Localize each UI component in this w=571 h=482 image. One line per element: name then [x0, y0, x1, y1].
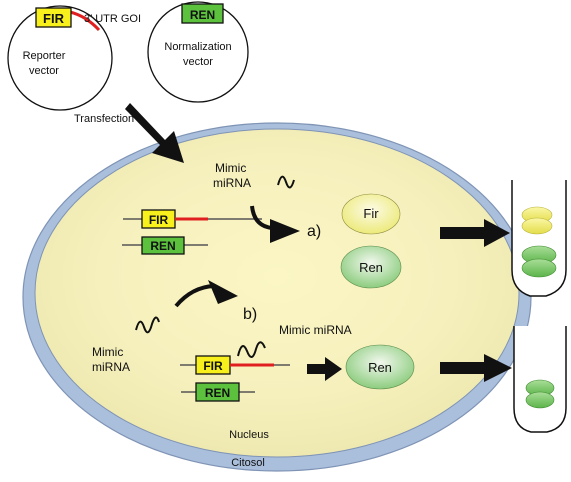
transfection-arrow	[125, 103, 184, 163]
pathway-b-ren-product	[345, 344, 415, 390]
pathway-b-output-arrow	[440, 354, 512, 382]
pathway-a: Mimic miRNA FIR REN a) Fir Ren	[122, 161, 510, 289]
pathway-a-step-label: a)	[307, 223, 321, 240]
nucleus-region	[34, 128, 520, 458]
reporter-label-line2: vector	[29, 65, 59, 77]
tube-a	[511, 180, 567, 297]
pathway-b-free-mirna-squiggle	[135, 316, 160, 334]
pathway-a-ren-product-label: Ren	[359, 260, 383, 275]
pathway-b-ren-label: REN	[205, 386, 230, 400]
pathway-b-curve-arrow-shaft	[174, 284, 215, 308]
pathway-b-mimic-line1: Mimic	[92, 345, 123, 359]
normalization-vector: REN Normalization vector	[147, 1, 249, 103]
pathway-b-ren-box	[195, 382, 240, 402]
pathway-b-ren-product-label: Ren	[368, 360, 392, 375]
cell: Citosol Nucleus	[22, 122, 532, 472]
tube-a-fir-layer-2	[521, 217, 553, 235]
normalization-ren-box	[181, 3, 224, 24]
pathway-a-mimic-line1: Mimic	[215, 161, 246, 175]
pathway-a-mirna-squiggle	[277, 175, 295, 189]
tube-a-outline	[511, 180, 567, 297]
tube-b-outline	[513, 326, 567, 433]
pathway-a-ren-product	[340, 245, 402, 289]
pathway-b-bound-mirna-squiggle	[237, 341, 266, 358]
pathway-a-fir-product-label: Fir	[363, 206, 379, 221]
normalization-plasmid-circle	[147, 1, 249, 103]
transfection: Transfection	[74, 103, 184, 163]
pathway-a-ren-label: REN	[150, 239, 175, 253]
pathway-a-curve-arrow-shaft	[250, 205, 273, 230]
pathway-b-fir-label: FIR	[203, 359, 223, 373]
normalization-label-line2: vector	[183, 56, 213, 68]
cytosol-label: Citosol	[231, 457, 265, 469]
reporter-utr-segment	[69, 10, 101, 32]
pathway-b-mimic-line2: miRNA	[92, 360, 130, 374]
pathway-a-fir-label: FIR	[149, 213, 169, 227]
pathway-b-step-label: b)	[243, 306, 257, 323]
normalization-ren-label: REN	[190, 8, 215, 22]
reporter-fir-label: FIR	[43, 11, 65, 26]
tube-a-ren-layer-2	[521, 258, 557, 278]
tube-b	[513, 326, 567, 433]
reporter-vector: FIR 3’ UTR GOI Reporter vector	[7, 5, 141, 111]
pathway-a-output-arrow	[440, 219, 510, 247]
reporter-fir-box	[35, 7, 72, 28]
transfection-label: Transfection	[74, 113, 134, 125]
pathway-b: b) Mimic miRNA Mimic miRNA FIR REN Ren	[92, 280, 512, 402]
pathway-a-fir-product	[341, 193, 401, 235]
pathway-b-curve-arrow-head	[208, 280, 238, 304]
reporter-label-line1: Reporter	[23, 50, 66, 62]
pathway-a-ren-box	[141, 236, 185, 255]
pathway-a-curve-arrow-head	[270, 219, 300, 243]
tube-b-ren-layer-2	[525, 391, 555, 409]
nucleus-label: Nucleus	[229, 429, 269, 441]
pathway-a-mimic-line2: miRNA	[213, 176, 251, 190]
pathway-b-bound-label: Mimic miRNA	[279, 323, 352, 337]
normalization-label-line1: Normalization	[164, 41, 231, 53]
pathway-b-mid-arrow	[307, 357, 342, 381]
reporter-utr-label: 3’ UTR GOI	[84, 13, 141, 25]
reporter-plasmid-circle	[7, 5, 113, 111]
